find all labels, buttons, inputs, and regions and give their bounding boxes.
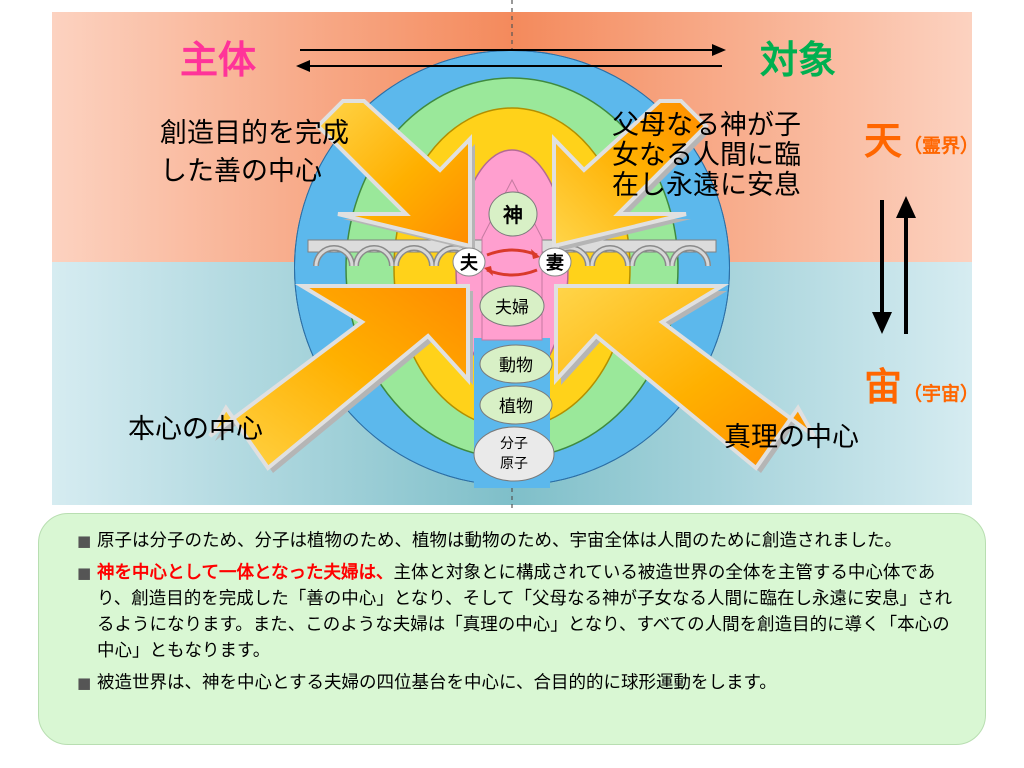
note-1-text: 原子は分子のため、分子は植物のため、植物は動物のため、宇宙全体は人間のために創造… — [97, 531, 902, 551]
top-left-line-2: した善の中心 — [160, 156, 322, 187]
note-2-text: 主体と対象とに構成されている被造世界の全体を主管する中心体であり、創造目的を完成… — [97, 563, 953, 661]
note-2-emphasis: 神を中心として一体となった夫婦は、 — [97, 563, 394, 583]
arrowhead-up — [896, 196, 916, 218]
top-left-line-1: 創造目的を完成 — [160, 118, 349, 149]
heaven-cosmos-arrows — [880, 200, 908, 334]
arrowhead-right — [531, 249, 540, 259]
arrowhead-to-object — [712, 44, 726, 56]
bullet-square-icon: ■ — [77, 564, 92, 582]
arrowhead-left — [484, 266, 493, 276]
wife-node — [538, 247, 572, 277]
cosmos-label: 宙 — [864, 365, 902, 409]
note-3-text: 被造世界は、神を中心とする夫婦の四位基台を中心に、合目的的に球形運動をします。 — [97, 673, 777, 693]
note-1: ■ 原子は分子のため、分子は植物のため、植物は動物のため、宇宙全体は人間のために創… — [77, 528, 953, 554]
god-label: 神 — [503, 203, 523, 227]
subject-object-arrows — [300, 49, 722, 67]
arrow-top-right-body — [552, 99, 709, 249]
husband-label: 夫 — [460, 252, 479, 274]
cosmos-sub-label: （宇宙） — [903, 382, 979, 405]
four-position-foundation-diagram: 神 夫 妻 夫婦 動物 植物 分子 原子 主体 対象 創造目的を完成 した善の中… — [52, 0, 979, 510]
god-node — [488, 191, 538, 237]
bottom-right-text: 真理の中心 — [724, 422, 859, 453]
couple-label: 夫婦 — [495, 298, 529, 318]
note-3: ■ 被造世界は、神を中心とする夫婦の四位基台を中心に、合目的的に球形運動をします。 — [77, 670, 953, 696]
husband-node — [452, 247, 486, 277]
top-right-line-3: 在し永遠に安息 — [612, 170, 801, 201]
plants-label: 植物 — [499, 397, 533, 417]
molecules-label: 分子 — [500, 436, 528, 452]
arrow-bottom-right-body — [554, 284, 816, 471]
animals-label: 動物 — [499, 356, 533, 376]
arrowhead-down — [872, 312, 892, 334]
couple-node — [479, 285, 545, 327]
object-label: 対象 — [760, 38, 836, 82]
heaven-label: 天 — [864, 119, 902, 163]
bottom-left-text: 本心の中心 — [128, 414, 263, 445]
top-right-line-2: 女なる人間に臨 — [612, 140, 801, 171]
heaven-sub-label: （霊界） — [903, 134, 979, 157]
note-2: ■ 神を中心として一体となった夫婦は、主体と対象とに構成されている被造世界の全体を… — [77, 560, 953, 664]
top-right-line-1: 父母なる神が子 — [612, 110, 801, 141]
animals-node — [479, 344, 553, 384]
explanation-panel: ■ 原子は分子のため、分子は植物のため、植物は動物のため、宇宙全体は人間のために創… — [38, 513, 986, 745]
bullet-square-icon: ■ — [77, 532, 92, 550]
molecule-atom-node — [473, 426, 555, 482]
bullet-square-icon: ■ — [77, 674, 92, 692]
plants-node — [479, 385, 553, 425]
atoms-label: 原子 — [500, 456, 528, 472]
arrow-bottom-left-body — [208, 284, 470, 471]
arrow-top-left-body — [315, 99, 472, 249]
subject-label: 主体 — [180, 38, 256, 82]
arrowhead-to-subject — [296, 60, 310, 72]
wife-label: 妻 — [546, 253, 564, 274]
